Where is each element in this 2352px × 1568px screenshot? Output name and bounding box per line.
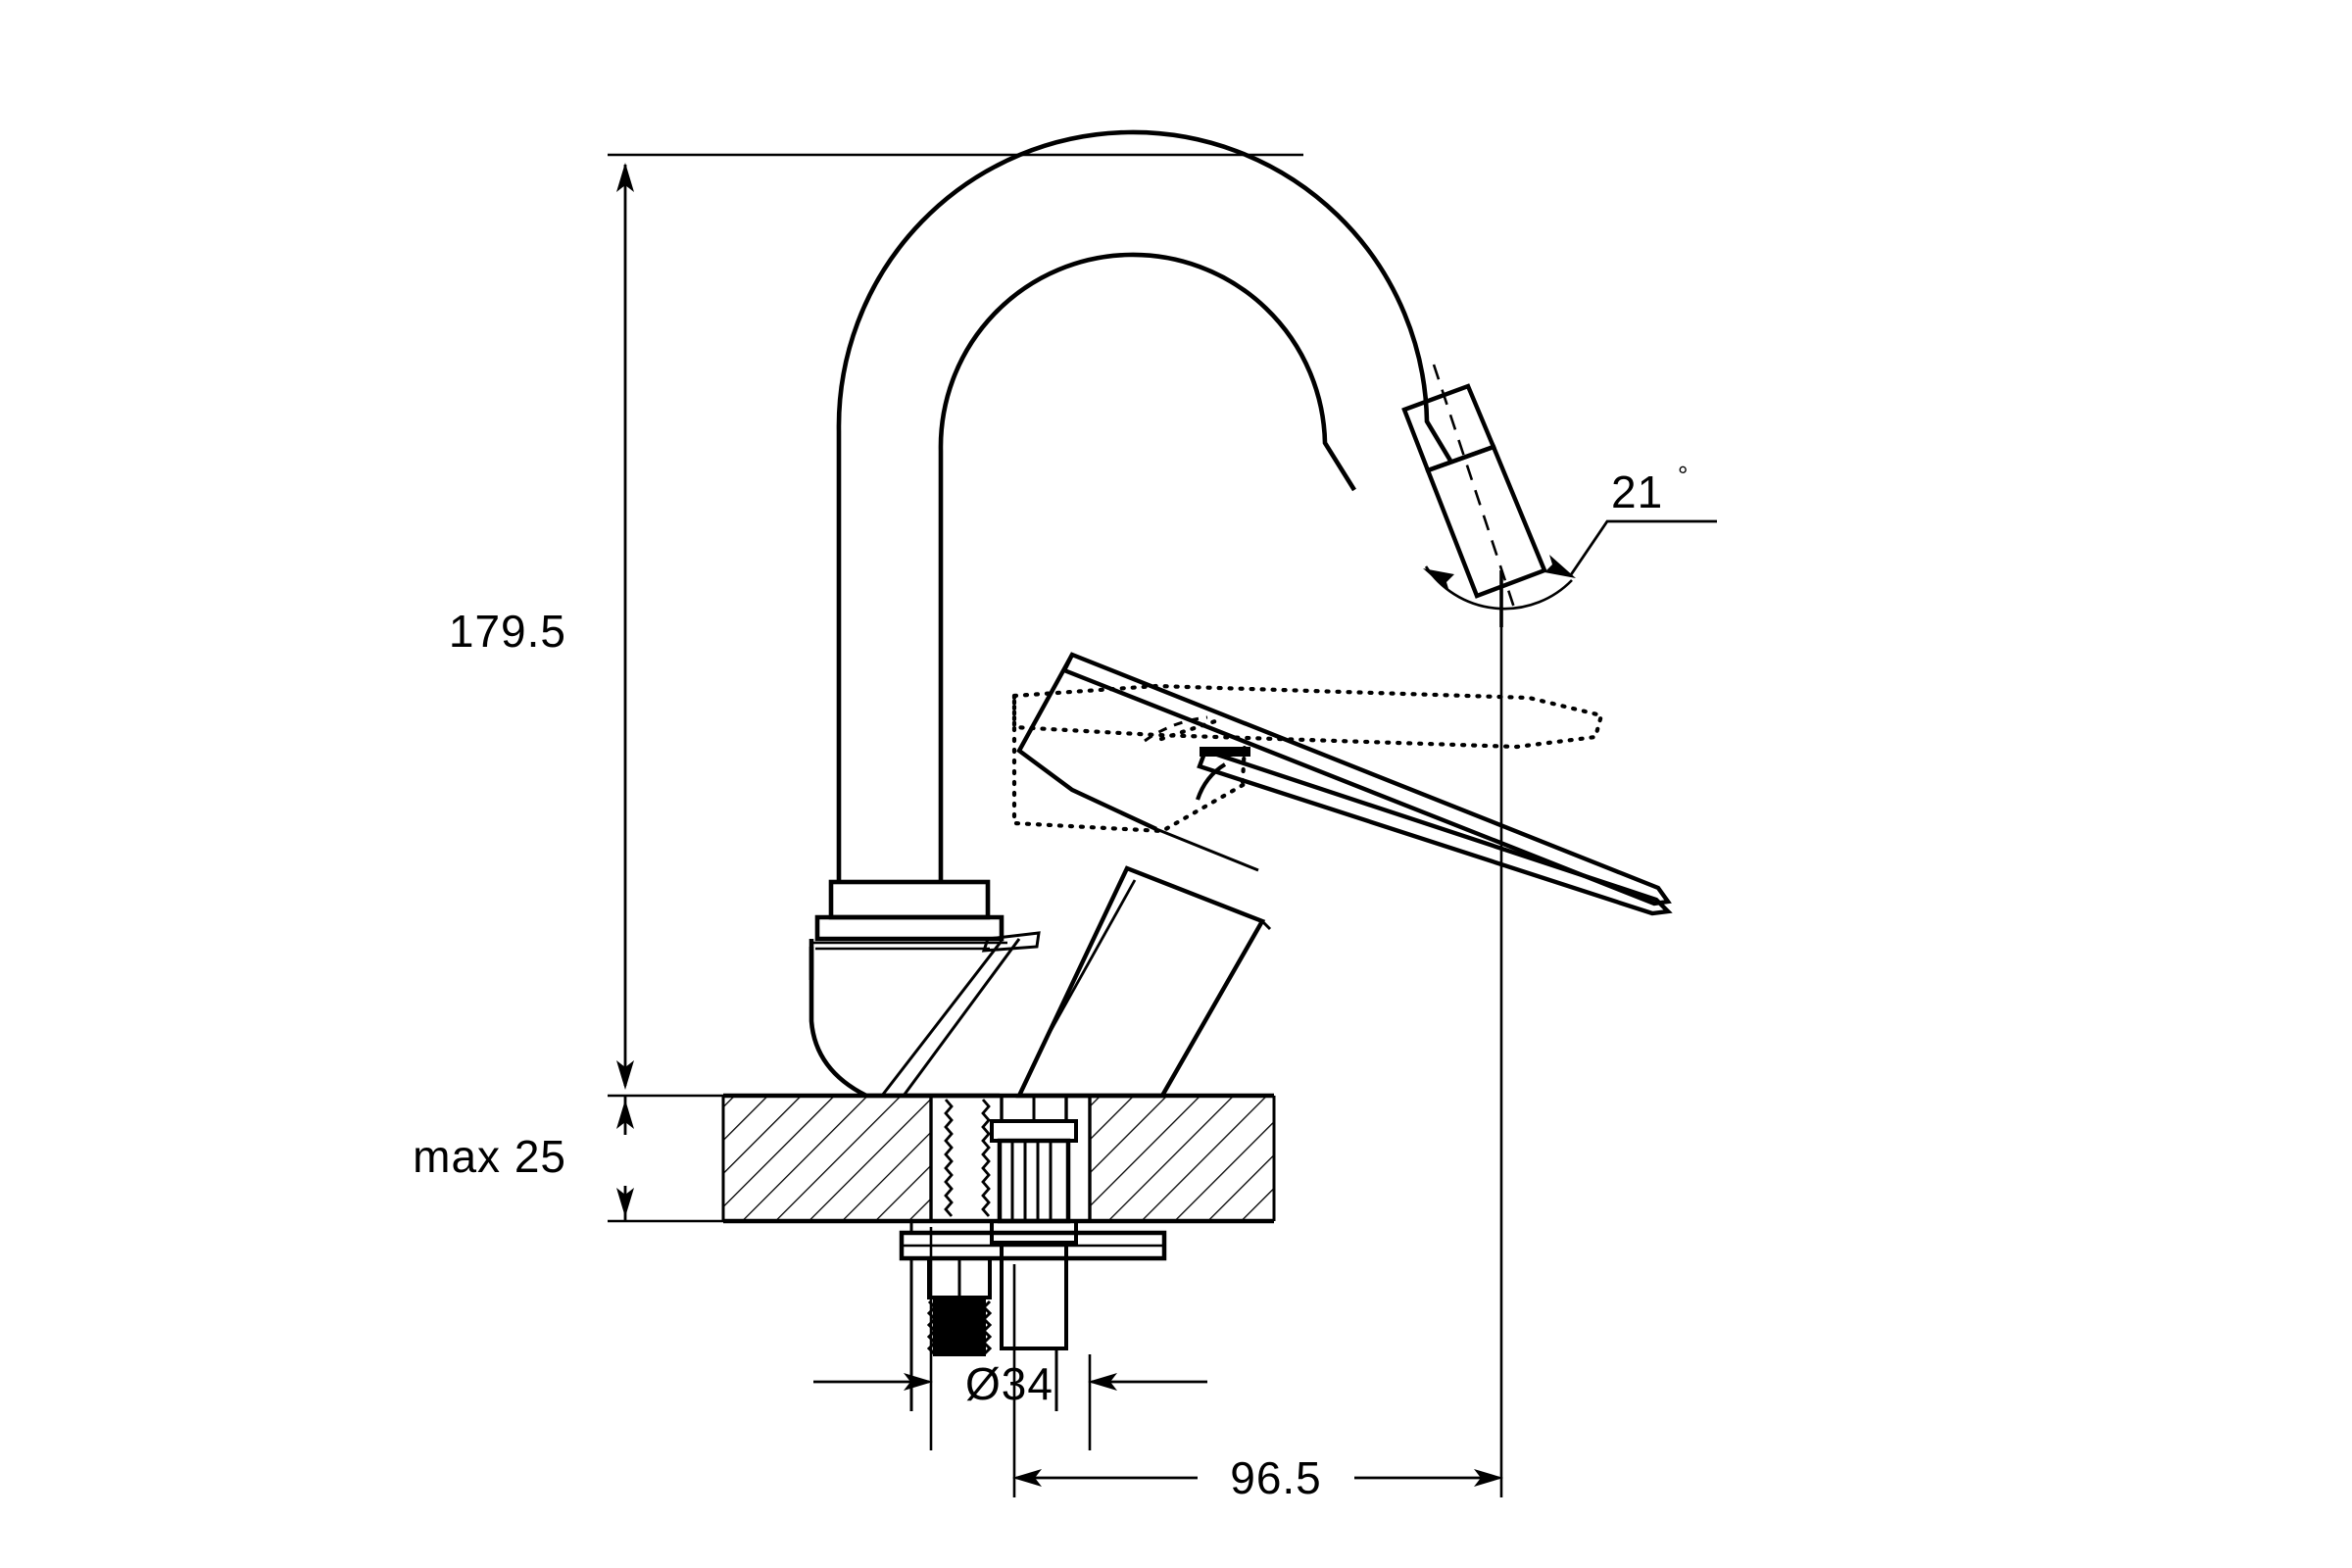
dimension-aerator-angle-21: 21 ° xyxy=(1423,461,1717,627)
spout-gooseneck-arc xyxy=(836,129,1452,492)
lever-handle-closed xyxy=(1016,652,1673,916)
dimension-arrow-up xyxy=(616,163,634,192)
dimension-height-179-5: 179.5 xyxy=(449,153,1303,1090)
mounting-washer-plate xyxy=(899,1230,1167,1261)
dimension-hole-diameter-34: Ø34 xyxy=(813,1227,1207,1450)
dimension-label-counter-thickness: max 25 xyxy=(413,1131,566,1182)
collar-ring xyxy=(808,879,1041,953)
cartridge-housing xyxy=(1015,865,1272,1099)
dimension-arrow-down xyxy=(616,1060,634,1090)
dimension-reach-96-5: 96.5 xyxy=(1012,608,1503,1507)
dimension-counter-thickness-max-25: max 25 xyxy=(413,1094,727,1223)
degree-symbol: ° xyxy=(1678,461,1688,490)
dimension-label-angle: 21 xyxy=(1611,466,1663,517)
counter-section-hatched xyxy=(721,1093,1276,1224)
aerator-outlet xyxy=(1401,364,1547,609)
angle-arrow-right xyxy=(1544,555,1576,578)
dimension-label-reach: 96.5 xyxy=(1230,1452,1322,1503)
dimension-label-height: 179.5 xyxy=(449,606,566,657)
threaded-shank xyxy=(944,1099,991,1217)
spout-vertical-tube xyxy=(836,431,944,882)
dimension-label-hole-diameter: Ø34 xyxy=(965,1358,1054,1409)
angle-arrow-left xyxy=(1423,568,1454,592)
body-cone-base xyxy=(808,938,1021,1099)
